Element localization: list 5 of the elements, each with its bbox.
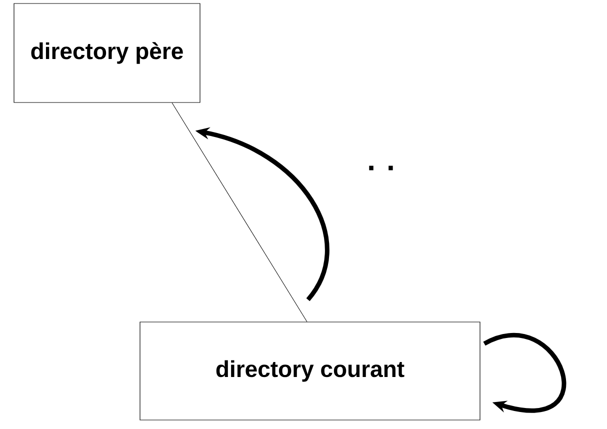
directory-box: directory père (14, 3, 200, 103)
loop-arrow (483, 333, 566, 413)
ellipsis-dots: . . (369, 166, 393, 170)
connector-line (172, 102, 308, 322)
directory-box: directory courant (140, 322, 480, 420)
